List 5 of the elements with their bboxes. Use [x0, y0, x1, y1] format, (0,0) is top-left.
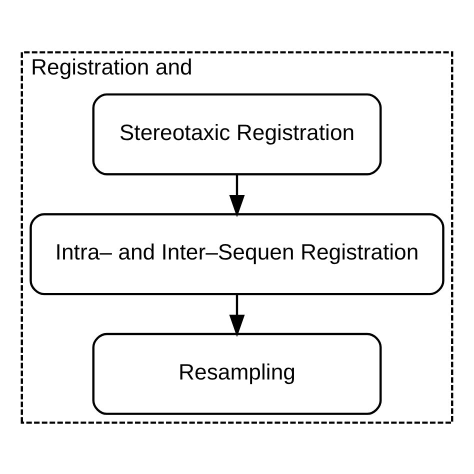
- arrow: [229, 174, 245, 217]
- node-box: Resampling: [92, 332, 382, 414]
- node-box: Intra– and Inter–Sequen Registration: [30, 212, 444, 295]
- arrow: [229, 294, 245, 336]
- node-box: Stereotaxic Registration: [92, 92, 382, 175]
